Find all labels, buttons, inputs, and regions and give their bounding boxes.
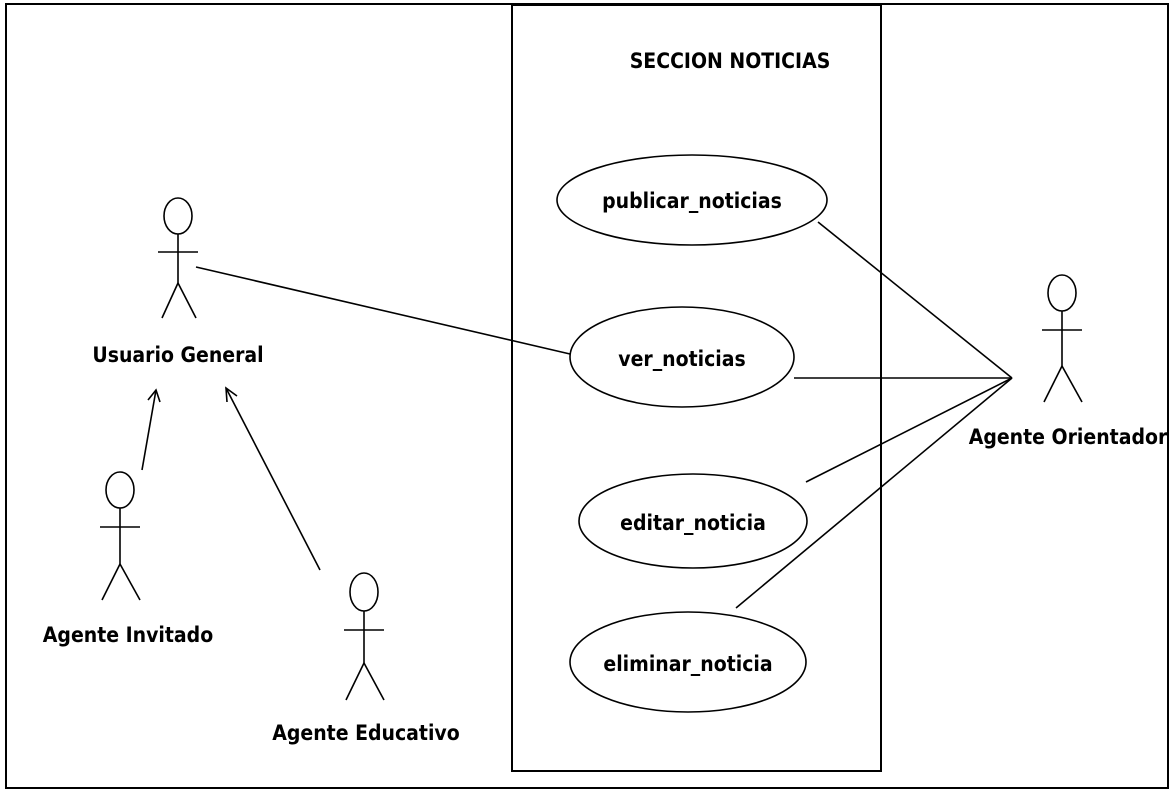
generalization-educativo-usuario xyxy=(225,386,321,571)
use-case-editar-noticia[interactable]: editar_noticia xyxy=(578,473,808,569)
actor-agente-educativo[interactable]: Agente Educativo xyxy=(272,572,460,745)
actor-agente-orientador-label: Agente Orientador xyxy=(969,425,1168,449)
use-case-publicar-label: publicar_noticias xyxy=(602,189,782,213)
system-boundary xyxy=(511,4,882,772)
actor-agente-educativo-label: Agente Educativo xyxy=(272,721,459,745)
stick-figure-icon xyxy=(344,572,385,701)
use-case-ver-label: ver_noticias xyxy=(618,347,746,371)
use-case-editar-label: editar_noticia xyxy=(620,511,766,535)
association-orientador-editar xyxy=(805,377,1013,483)
stick-figure-icon xyxy=(1042,274,1083,403)
actor-agente-invitado[interactable]: Agente Invitado xyxy=(43,471,213,647)
actor-usuario-general-label: Usuario General xyxy=(92,343,263,367)
actor-agente-invitado-label: Agente Invitado xyxy=(43,623,213,647)
association-orientador-eliminar xyxy=(735,377,1013,609)
actor-usuario-general[interactable]: Usuario General xyxy=(92,197,264,367)
association-usuario-ver xyxy=(195,266,571,355)
actor-agente-orientador[interactable]: Agente Orientador xyxy=(969,274,1168,449)
association-orientador-publicar xyxy=(817,221,1013,379)
generalization-invitado-usuario xyxy=(141,388,161,471)
use-case-publicar-noticias[interactable]: publicar_noticias xyxy=(556,154,828,246)
use-case-eliminar-noticia[interactable]: eliminar_noticia xyxy=(569,611,807,713)
use-case-ver-noticias[interactable]: ver_noticias xyxy=(569,306,795,408)
stick-figure-icon xyxy=(158,197,198,319)
system-title: SECCION NOTICIAS xyxy=(630,49,831,73)
use-case-eliminar-label: eliminar_noticia xyxy=(603,652,772,676)
stick-figure-icon xyxy=(100,471,141,601)
